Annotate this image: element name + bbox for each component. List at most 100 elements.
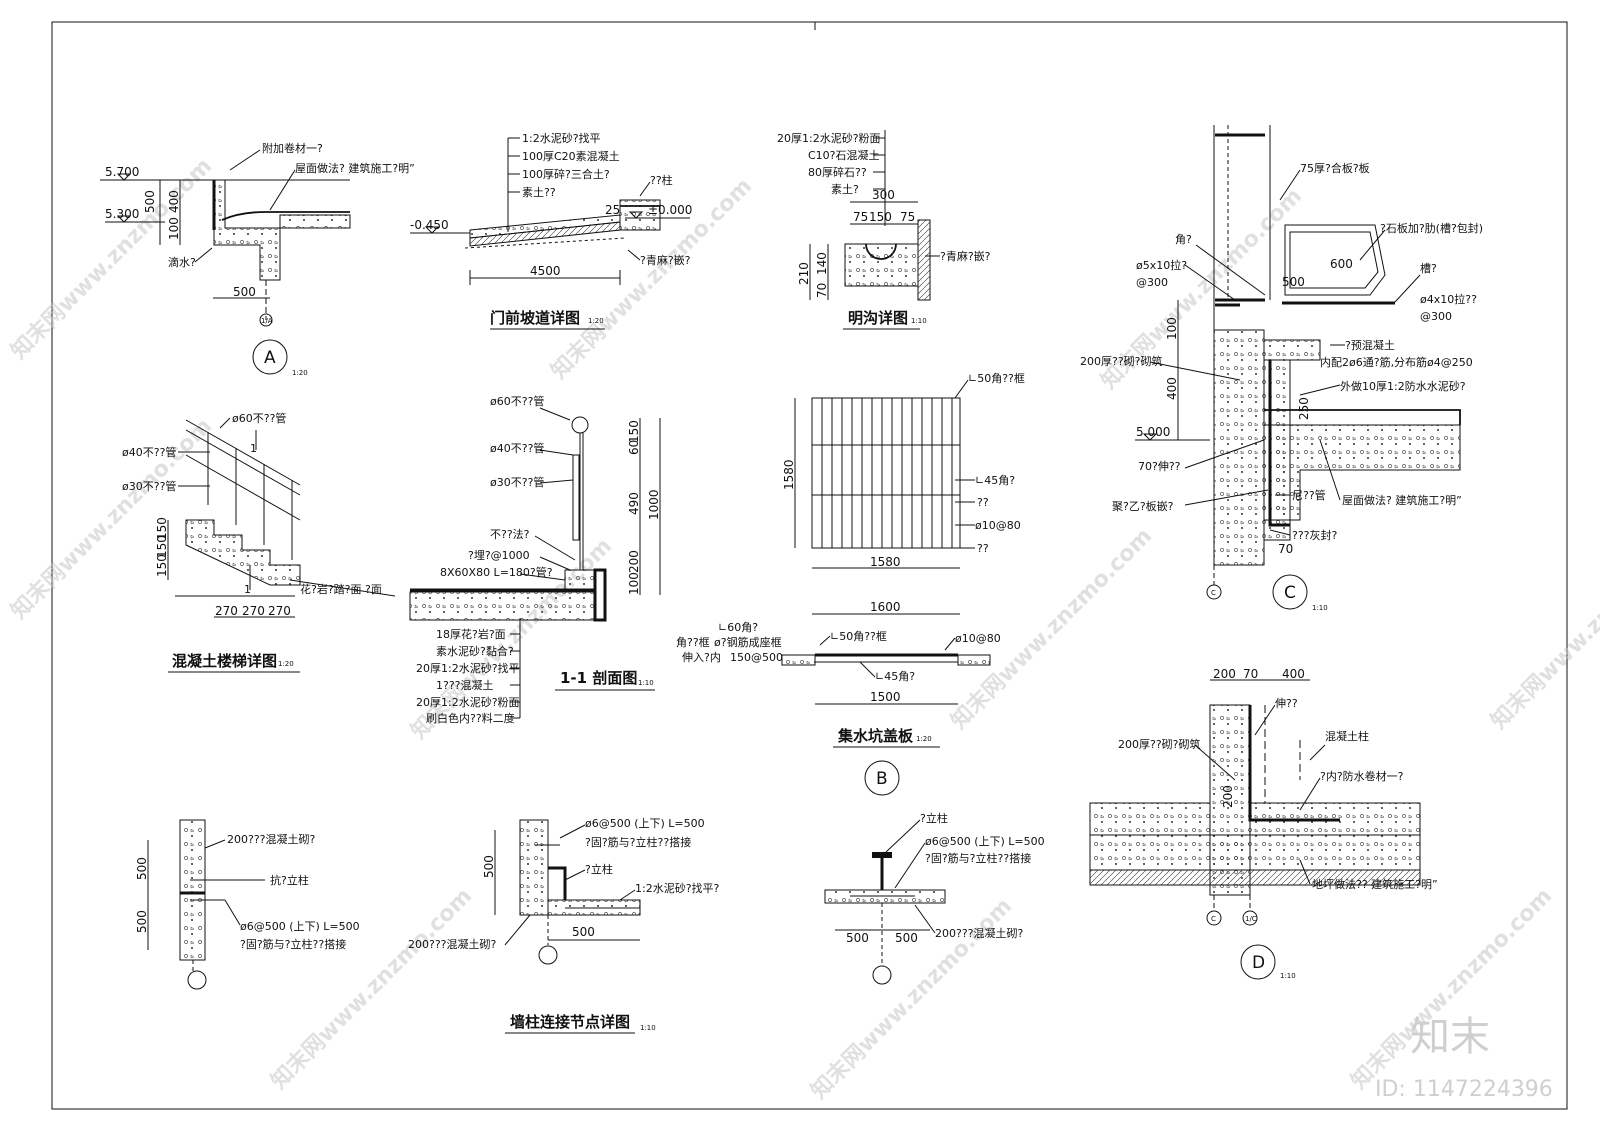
svg-text:知末网www.znzmo.com: 知末网www.znzmo.com xyxy=(6,413,217,624)
svg-text:ø5x10拉?: ø5x10拉? xyxy=(1136,258,1187,272)
svg-text:75: 75 xyxy=(853,210,868,224)
svg-text:聚?乙?板嵌?: 聚?乙?板嵌? xyxy=(1112,499,1174,513)
svg-text:18厚花?岩?面: 18厚花?岩?面 xyxy=(436,627,506,641)
svg-text:∟45角?: ∟45角? xyxy=(975,474,1015,487)
svg-text:500: 500 xyxy=(1282,275,1305,289)
svg-text:B: B xyxy=(876,769,888,789)
svg-text:200厚??砌?砌筑: 200厚??砌?砌筑 xyxy=(1080,354,1163,368)
svg-text:1:10: 1:10 xyxy=(1312,604,1328,612)
svg-text:100: 100 xyxy=(627,572,641,595)
svg-text:ø60不??管: ø60不??管 xyxy=(232,411,286,425)
svg-text:?预混凝土: ?预混凝土 xyxy=(1345,338,1395,352)
svg-text:@300: @300 xyxy=(1420,310,1452,323)
svg-text:500: 500 xyxy=(895,931,918,945)
svg-text:400: 400 xyxy=(1165,377,1179,400)
svg-text:70: 70 xyxy=(1243,667,1258,681)
svg-text:?立柱: ?立柱 xyxy=(585,862,613,876)
svg-text:500: 500 xyxy=(135,857,149,880)
svg-text:1/A: 1/A xyxy=(261,317,273,325)
svg-text:20厚1:2水泥砂?找平: 20厚1:2水泥砂?找平 xyxy=(416,661,520,675)
detail-cover-plate: ∟50角??框 ∟45角? ?? ø10@80 ?? 1580 1580 160… xyxy=(676,372,1025,796)
svg-text:500: 500 xyxy=(572,925,595,939)
svg-text:80厚碎石??: 80厚碎石?? xyxy=(808,165,867,179)
svg-text:1:20: 1:20 xyxy=(588,317,604,325)
svg-text:25: 25 xyxy=(605,203,620,217)
svg-text:4500: 4500 xyxy=(530,264,561,278)
resource-id: ID: 1147224396 xyxy=(1375,1077,1553,1102)
svg-text:400: 400 xyxy=(167,190,181,213)
svg-text:150@500: 150@500 xyxy=(730,651,783,664)
svg-text:抗?立柱: 抗?立柱 xyxy=(270,873,309,887)
svg-text:ø10@80: ø10@80 xyxy=(955,632,1001,645)
svg-text:1: 1 xyxy=(244,583,251,596)
svg-text:1:20: 1:20 xyxy=(278,660,294,668)
detail-d: 200 70 400 200 伸?? 200厚??砌?砌筑 混凝土柱 ?内?防水… xyxy=(1089,667,1438,980)
svg-text:??: ?? xyxy=(977,496,989,509)
svg-text:1-1 剖面图: 1-1 剖面图 xyxy=(560,669,637,687)
svg-text:不??法?: 不??法? xyxy=(490,527,530,541)
svg-text:75厚?合板?板: 75厚?合板?板 xyxy=(1300,161,1370,175)
svg-text:ø30不??管: ø30不??管 xyxy=(490,475,544,489)
svg-text:270: 270 xyxy=(215,604,238,618)
svg-text:70: 70 xyxy=(1278,542,1293,556)
svg-text:C: C xyxy=(1284,583,1296,603)
svg-text:1000: 1000 xyxy=(647,489,661,520)
svg-text:150: 150 xyxy=(155,535,169,558)
svg-text:20厚1:2水泥砂?粉面: 20厚1:2水泥砂?粉面 xyxy=(777,132,881,145)
svg-text:伸??: 伸?? xyxy=(1275,697,1298,710)
svg-text:?埋?@1000: ?埋?@1000 xyxy=(468,549,530,562)
svg-text:200厚??砌?砌筑: 200厚??砌?砌筑 xyxy=(1118,737,1201,751)
svg-text:?固?筋与?立柱??搭接: ?固?筋与?立柱??搭接 xyxy=(240,937,346,951)
svg-text:140: 140 xyxy=(815,252,829,275)
svg-text:500: 500 xyxy=(143,190,157,213)
svg-text:1:10: 1:10 xyxy=(638,679,654,687)
svg-text:ø6@500 (上下) L=500: ø6@500 (上下) L=500 xyxy=(240,920,360,933)
svg-text:?固?筋与?立柱??搭接: ?固?筋与?立柱??搭接 xyxy=(585,835,691,849)
svg-text:角?: 角? xyxy=(1175,233,1192,246)
svg-text:A: A xyxy=(264,348,276,368)
svg-text:屋面做法? 建筑施工?明”: 屋面做法? 建筑施工?明” xyxy=(295,161,415,175)
svg-text:素水泥砂?黏合?: 素水泥砂?黏合? xyxy=(436,644,514,658)
svg-text:尼??管: 尼??管 xyxy=(1292,488,1326,502)
svg-text:1:20: 1:20 xyxy=(916,735,932,743)
svg-text:100厚碎?三合土?: 100厚碎?三合土? xyxy=(522,167,610,181)
svg-text:1:20: 1:20 xyxy=(292,369,308,377)
svg-text:1: 1 xyxy=(250,442,257,455)
svg-text:400: 400 xyxy=(1282,667,1305,681)
sheet-border xyxy=(51,21,1568,1110)
svg-text:附加卷材一?: 附加卷材一? xyxy=(262,141,323,155)
svg-text:集水坑盖板: 集水坑盖板 xyxy=(837,727,914,745)
svg-text:5.700: 5.700 xyxy=(105,165,139,179)
svg-text:210: 210 xyxy=(797,262,811,285)
svg-text:1600: 1600 xyxy=(870,600,901,614)
svg-text:100厚C20素混凝土: 100厚C20素混凝土 xyxy=(522,149,620,163)
svg-text:500: 500 xyxy=(135,910,149,933)
svg-text:???灰封?: ???灰封? xyxy=(1292,528,1338,542)
svg-text:60: 60 xyxy=(627,440,641,455)
svg-text:300: 300 xyxy=(872,188,895,202)
svg-text:∟60角?: ∟60角? xyxy=(718,621,758,634)
svg-text:C: C xyxy=(1211,915,1216,923)
svg-text:?固?筋与?立柱??搭接: ?固?筋与?立柱??搭接 xyxy=(925,851,1031,865)
svg-text:8X60X80 L=180?管?: 8X60X80 L=180?管? xyxy=(440,565,553,579)
svg-text:500: 500 xyxy=(846,931,869,945)
svg-text:素土?: 素土? xyxy=(831,183,859,196)
svg-text:100: 100 xyxy=(1165,317,1179,340)
svg-text:∟45角?: ∟45角? xyxy=(875,670,915,683)
svg-text:500: 500 xyxy=(482,855,496,878)
svg-text:外做10厚1:2防水水泥砂?: 外做10厚1:2防水水泥砂? xyxy=(1340,379,1466,393)
svg-text:1580: 1580 xyxy=(870,555,901,569)
svg-text:知末网www.znzmo.com: 知末网www.znzmo.com xyxy=(1346,883,1557,1094)
svg-text:ø6@500 (上下) L=500: ø6@500 (上下) L=500 xyxy=(585,817,705,830)
svg-text:270: 270 xyxy=(268,604,291,618)
svg-text:1500: 1500 xyxy=(870,690,901,704)
svg-text:门前坡道详图: 门前坡道详图 xyxy=(490,309,580,327)
svg-text:混凝土柱: 混凝土柱 xyxy=(1325,729,1369,743)
svg-text:5.000: 5.000 xyxy=(1136,425,1170,439)
svg-text:屋面做法? 建筑施工?明”: 屋面做法? 建筑施工?明” xyxy=(1342,493,1462,507)
svg-text:1:10: 1:10 xyxy=(640,1024,656,1032)
svg-text:ø40不??管: ø40不??管 xyxy=(122,445,176,459)
svg-text:槽?: 槽? xyxy=(1420,262,1437,275)
svg-text:-0.450: -0.450 xyxy=(410,218,449,232)
